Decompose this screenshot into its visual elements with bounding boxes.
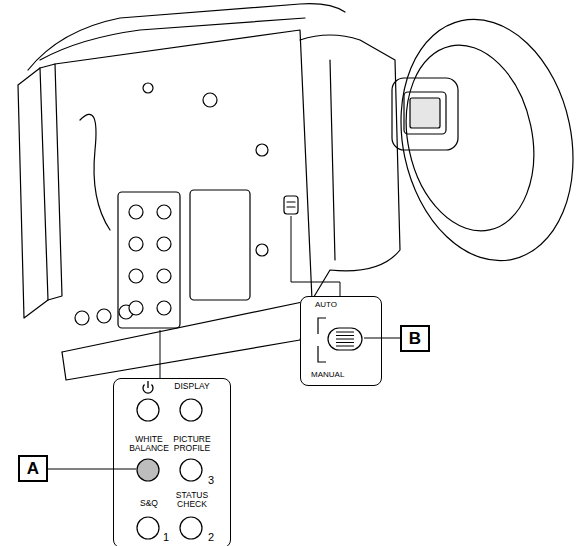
drawing-stroke (364, 338, 400, 339)
drawing-stroke (284, 196, 298, 214)
callout-leaders (48, 338, 400, 469)
drawing-stroke (287, 206, 295, 207)
drawing-stroke (55, 30, 312, 352)
button-panel: DISPLAY WHITE BALANCEPICTURE PROFILE 3S&QS… (113, 378, 231, 546)
drawing-stroke (318, 318, 326, 362)
drawing-stroke (300, 296, 382, 386)
drawing-stroke (157, 205, 171, 219)
drawing-stroke (180, 459, 202, 481)
drawing-stroke (336, 346, 354, 347)
drawing-stroke (160, 330, 161, 378)
switch-panel: AUTO MANUAL (300, 296, 382, 386)
drawing-stroke (410, 98, 440, 128)
drawing-stroke (336, 335, 354, 336)
drawing-stroke (256, 244, 268, 256)
drawing-stroke (129, 205, 143, 219)
drawing-stroke (180, 517, 202, 539)
drawing-stroke (137, 399, 159, 421)
callout-letter: B (409, 330, 421, 348)
camera-body (18, 3, 579, 380)
control-label: 2 (204, 532, 218, 544)
drawing-stroke (80, 114, 110, 230)
drawing-stroke (113, 378, 231, 545)
switch-inset (300, 296, 382, 386)
callout-letter: A (27, 460, 39, 478)
drawing-stroke (180, 399, 202, 421)
control-label: STATUS CHECK (171, 491, 213, 509)
drawing-stroke (40, 18, 305, 60)
control-label: MANUAL (311, 371, 344, 379)
drawing-stroke (137, 517, 159, 539)
control-label: DISPLAY (164, 382, 220, 391)
callout-box: A (18, 455, 48, 482)
drawing-stroke (300, 35, 400, 300)
drawing-stroke (18, 68, 48, 318)
drawing-stroke (256, 144, 268, 156)
drawing-stroke (190, 190, 250, 300)
drawing-stroke (287, 201, 295, 202)
drawing-stroke (336, 332, 354, 333)
drawing-stroke (404, 92, 446, 134)
drawing-stroke (336, 339, 354, 340)
callout-box: B (400, 325, 430, 352)
drawing-stroke (118, 192, 180, 328)
drawing-stroke (336, 332, 354, 346)
drawing-stroke (40, 64, 62, 300)
drawing-stroke (147, 381, 148, 388)
drawing-stroke (62, 300, 312, 380)
drawing-stroke (291, 216, 340, 296)
drawing-stroke (328, 328, 362, 350)
drawing-stroke (157, 301, 171, 315)
control-label: 3 (204, 475, 218, 487)
drawing-stroke (75, 311, 89, 325)
drawing-stroke (203, 93, 217, 107)
control-label: 1 (159, 532, 173, 544)
drawing-stroke (48, 469, 136, 470)
control-label: WHITE BALANCE (128, 435, 170, 453)
drawing-stroke (129, 269, 143, 283)
drawing-stroke (330, 60, 335, 260)
drawing-stroke (143, 83, 153, 93)
body-buttons (129, 205, 171, 315)
control-label: PICTURE PROFILE (171, 435, 213, 453)
drawing-stroke (28, 4, 345, 70)
drawing-stroke (392, 78, 458, 150)
drawing-stroke (336, 342, 354, 343)
drawing-stroke (157, 237, 171, 251)
button-panel-inset (113, 378, 231, 545)
drawing-stroke (129, 237, 143, 251)
drawing-stroke (129, 301, 143, 315)
control-label: S&Q (128, 499, 170, 508)
drawing-stroke (379, 3, 579, 277)
drawing-stroke (137, 459, 159, 481)
drawing-stroke (390, 33, 550, 243)
drawing-stroke (157, 269, 171, 283)
drawing-stroke (97, 309, 111, 323)
control-label: AUTO (315, 301, 337, 309)
